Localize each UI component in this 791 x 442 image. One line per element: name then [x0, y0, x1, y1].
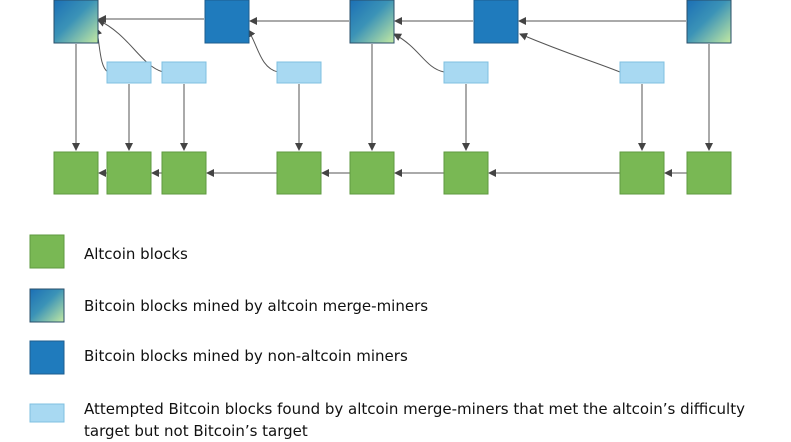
altcoin-block — [349, 151, 395, 195]
legend-label-attempt-line1: Attempted Bitcoin blocks found by altcoi… — [84, 400, 745, 418]
btc-merge-mined-block — [686, 0, 732, 44]
altcoin-block — [276, 151, 322, 195]
attempted-btc-block — [161, 61, 207, 84]
altcoin-block — [106, 151, 152, 195]
altcoin-block — [161, 151, 207, 195]
attempted-btc-block — [443, 61, 489, 84]
bitcoin-chain — [53, 0, 732, 44]
legend-swatch-btc-nonaltcoin — [29, 340, 65, 375]
attempt-parent-arrow — [97, 19, 164, 73]
btc-merge-mined-block — [349, 0, 395, 44]
altcoin-chain — [53, 151, 732, 195]
attempted-btc-block — [619, 61, 665, 84]
altcoin-block — [53, 151, 99, 195]
legend-label-btc-nonaltcoin: Bitcoin blocks mined by non-altcoin mine… — [84, 347, 408, 365]
legend-label-btc-merge: Bitcoin blocks mined by altcoin merge-mi… — [84, 297, 429, 315]
attempted-btc-block — [106, 61, 152, 84]
legend-swatch-btc-merge — [29, 288, 65, 323]
legend-label-altcoin: Altcoin blocks — [84, 245, 188, 263]
altcoin-block — [443, 151, 489, 195]
attempt-parent-arrow — [247, 29, 279, 73]
altcoin-block — [619, 151, 665, 195]
legend-swatches — [29, 234, 65, 423]
legend-swatch-altcoin — [29, 234, 65, 269]
btc-nonaltcoin-block — [204, 0, 250, 44]
attempt-parent-arrow — [393, 33, 445, 73]
legend-swatch-attempt — [29, 403, 65, 423]
btc-merge-mined-block — [53, 0, 99, 44]
btc-nonaltcoin-block — [473, 0, 519, 44]
attempted-btc-block — [276, 61, 322, 84]
attempted-blocks — [106, 61, 665, 84]
attempt-parent-arrow — [519, 33, 621, 73]
connections — [72, 15, 713, 177]
legend-label-attempt-line2: target but not Bitcoin’s target — [84, 422, 308, 440]
altcoin-block — [686, 151, 732, 195]
